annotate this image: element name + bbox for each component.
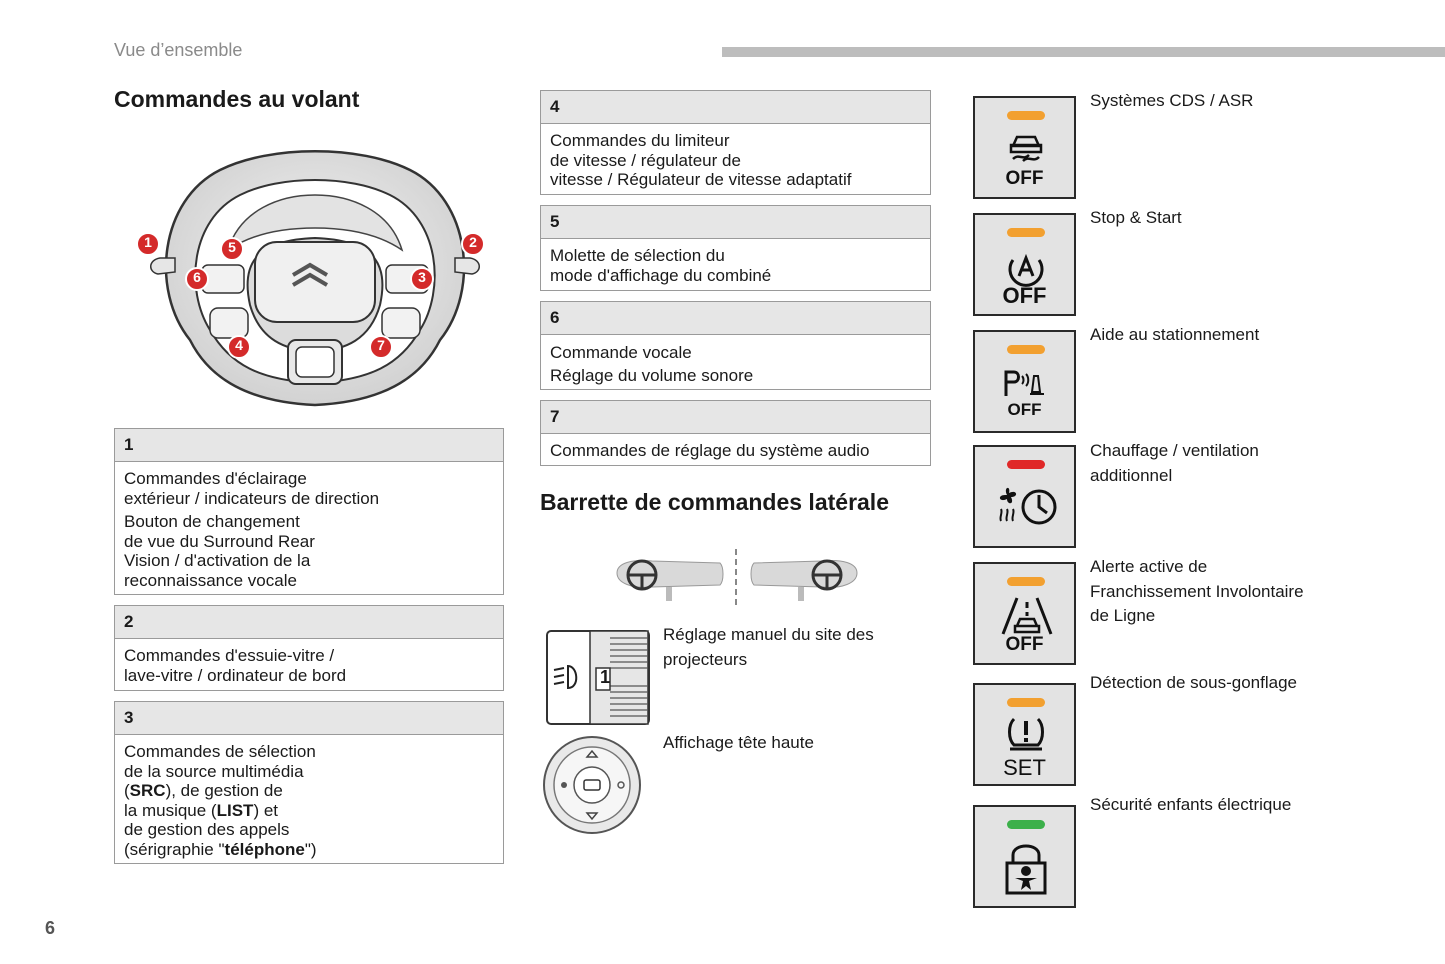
parking-sensor-icon — [1004, 370, 1044, 396]
control-box-6: 6 Commande vocale Réglage du volume sono… — [540, 301, 931, 390]
indicator-led — [1007, 228, 1045, 237]
headlamp-adjust-label: Réglage manuel du site des projecteurs — [663, 625, 874, 669]
box-text: Commandes du limiteur de vitesse / régul… — [550, 131, 852, 189]
child-lock-button[interactable] — [973, 805, 1076, 908]
box-number: 5 — [541, 206, 930, 239]
lane-departure-off-button[interactable]: OFF — [973, 562, 1076, 665]
lane-departure-label: Alerte active de Franchissement Involont… — [1090, 557, 1304, 625]
box-number: 3 — [115, 702, 503, 735]
control-box-3: 3 Commandes de sélection de la source mu… — [114, 701, 504, 864]
heater-timer-icon — [999, 487, 1057, 525]
dashboard-location-illustration — [616, 549, 858, 607]
indicator-led — [1007, 820, 1045, 829]
heater-label: Chauffage / ventilation additionnel — [1090, 441, 1259, 485]
hud-label: Affichage tête haute — [663, 733, 814, 752]
box-text: Commandes de réglage du système audio — [550, 441, 870, 460]
headlamp-dial-value: 1 — [599, 667, 610, 687]
box-text: Molette de sélection du mode d'affichage… — [550, 246, 772, 285]
box-number: 7 — [541, 401, 930, 434]
child-lock-label: Sécurité enfants électrique — [1090, 795, 1292, 814]
child-lock-icon — [1005, 844, 1047, 895]
indicator-led — [1007, 577, 1045, 586]
steering-title: Commandes au volant — [114, 86, 360, 112]
box-text: Commande vocale Réglage du volume sonore — [550, 343, 754, 385]
callout-1: 1 — [136, 232, 160, 261]
parking-aid-off-button[interactable]: OFF — [973, 330, 1076, 433]
lane-departure-icon — [1001, 597, 1053, 635]
headlamp-adjust-icon — [546, 630, 650, 725]
control-box-7: 7 Commandes de réglage du système audio — [540, 400, 931, 466]
box-number: 6 — [541, 302, 930, 335]
stop-start-label: Stop & Start — [1090, 208, 1182, 227]
cds-asr-off-button[interactable]: OFF — [973, 96, 1076, 199]
section-label: Vue d’ensemble — [114, 40, 243, 60]
callout-4: 4 — [227, 335, 251, 364]
control-box-5: 5 Molette de sélection du mode d'afficha… — [540, 205, 931, 291]
box-text: Commandes d'éclairage extérieur / indica… — [124, 469, 380, 508]
box-text: Bouton de changement de vue du Surround … — [124, 512, 315, 590]
control-box-4: 4 Commandes du limiteur de vitesse / rég… — [540, 90, 931, 195]
cds-asr-label: Systèmes CDS / ASR — [1090, 91, 1254, 110]
off-label: OFF — [1005, 634, 1044, 655]
control-box-1: 1 Commandes d'éclairage extérieur / indi… — [114, 428, 504, 595]
heater-timer-button[interactable] — [973, 445, 1076, 548]
box-text: Commandes de sélection de la source mult… — [124, 742, 317, 859]
box-number: 4 — [541, 91, 930, 124]
side-bar-title: Barrette de commandes latérale — [540, 489, 889, 515]
indicator-led — [1007, 345, 1045, 354]
tyre-pressure-icon — [1008, 717, 1044, 751]
tyre-pressure-label: Détection de sous-gonflage — [1090, 673, 1297, 692]
indicator-led — [1007, 111, 1045, 120]
callout-7: 7 — [369, 335, 393, 364]
indicator-led — [1007, 698, 1045, 707]
parking-aid-label: Aide au stationnement — [1090, 325, 1260, 344]
hud-control-icon — [543, 736, 641, 834]
box-text: Commandes d'essuie-vitre / lave-vitre / … — [124, 646, 347, 685]
callout-3: 3 — [410, 267, 434, 296]
box-number: 2 — [115, 606, 503, 639]
callout-2: 2 — [461, 232, 485, 261]
control-box-2: 2 Commandes d'essuie-vitre / lave-vitre … — [114, 605, 504, 691]
callout-6: 6 — [185, 267, 209, 296]
set-label: SET — [1003, 755, 1046, 780]
stop-start-icon — [1008, 253, 1044, 287]
page-number: 6 — [45, 918, 56, 938]
off-label: OFF — [1002, 283, 1047, 308]
tyre-pressure-set-button[interactable]: SET — [973, 683, 1076, 786]
off-label: OFF — [1005, 168, 1044, 189]
box-number: 1 — [115, 429, 503, 462]
off-label: OFF — [1007, 400, 1042, 419]
indicator-led — [1007, 460, 1045, 469]
callout-5: 5 — [220, 237, 244, 266]
skid-car-icon — [1009, 135, 1043, 162]
stop-start-off-button[interactable]: OFF — [973, 213, 1076, 316]
header-bar — [722, 47, 1445, 57]
